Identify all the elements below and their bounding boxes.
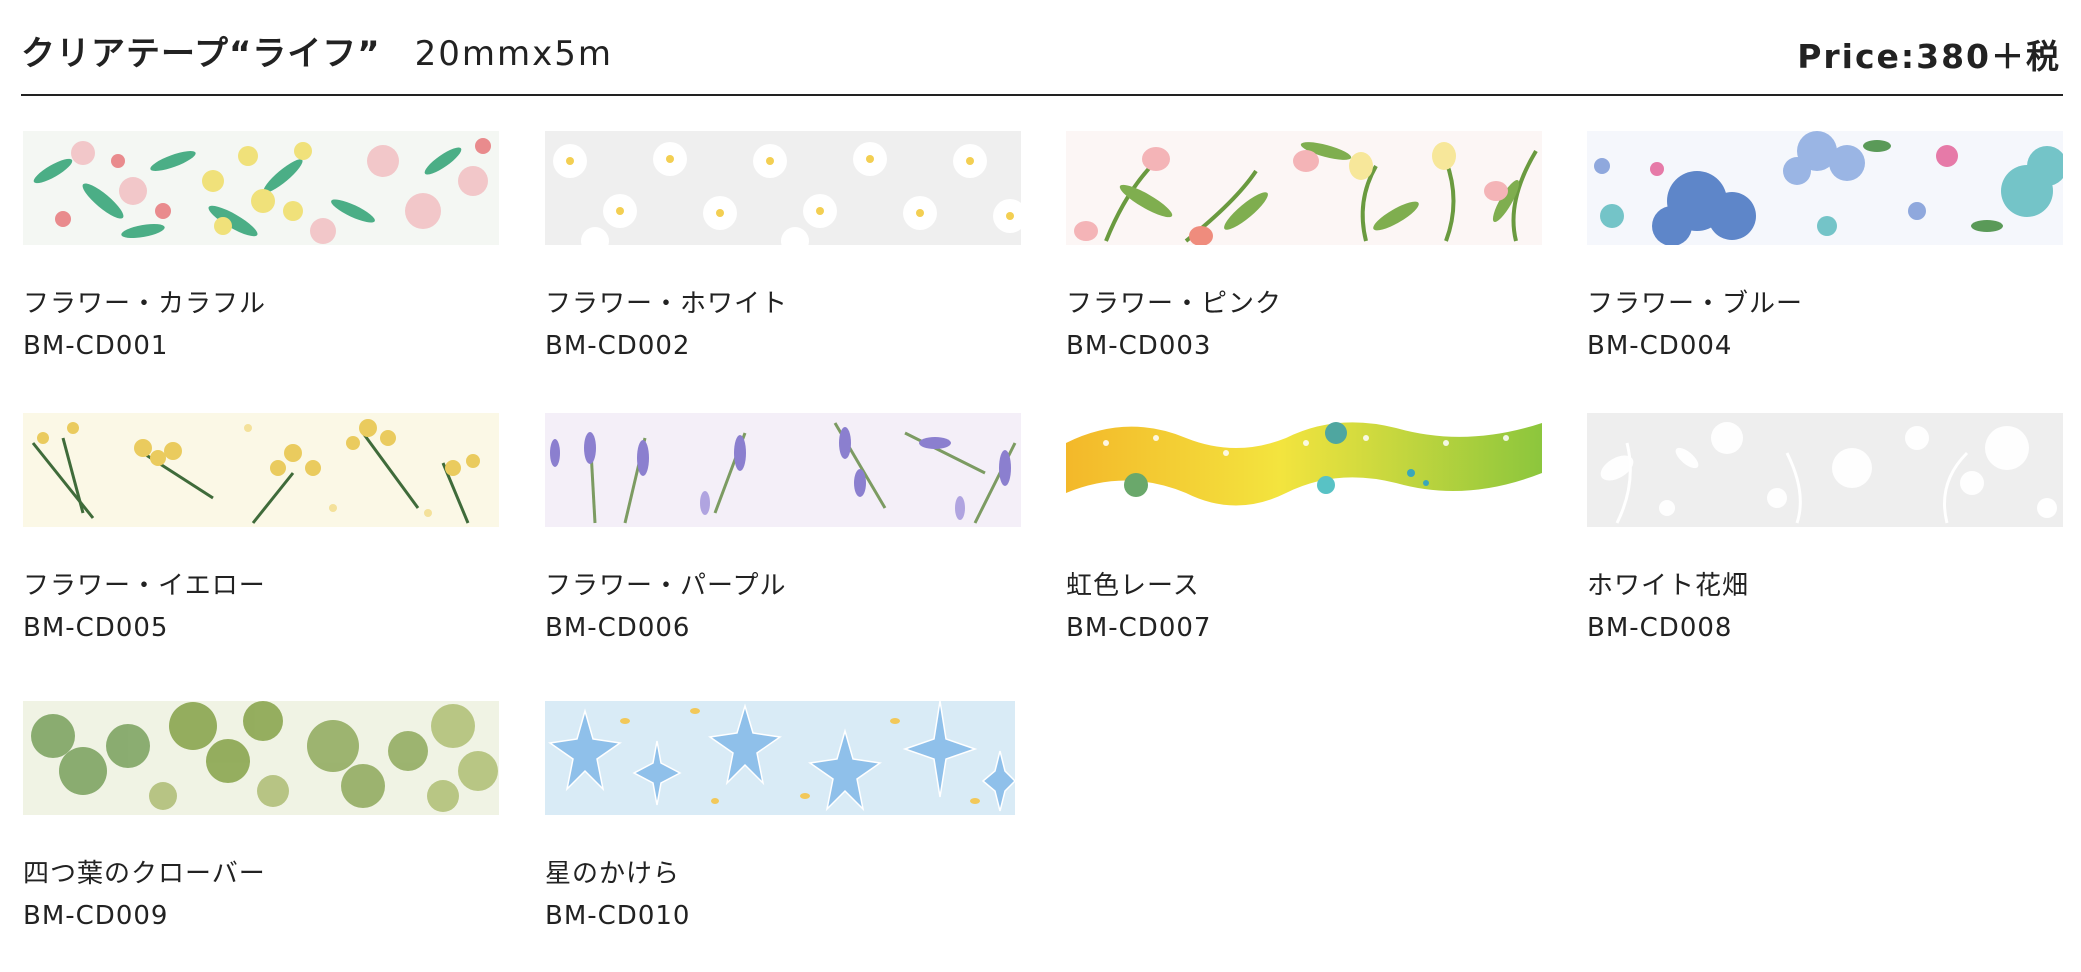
page-title: クリアテープ“ライフ” 20mmx5m bbox=[21, 26, 613, 75]
product-code: BM-CD001 bbox=[23, 331, 169, 361]
product-line-title: クリアテープ“ライフ” bbox=[21, 34, 381, 74]
product-name: ホワイト花畑 bbox=[1587, 571, 1750, 601]
tape-swatch-flower-blue bbox=[1587, 131, 2063, 245]
tape-swatch-star-fragments bbox=[545, 701, 1015, 815]
product-code: BM-CD006 bbox=[545, 613, 691, 643]
product-code: BM-CD005 bbox=[23, 613, 169, 643]
product-code: BM-CD003 bbox=[1066, 331, 1212, 361]
product-name: フラワー・ホワイト bbox=[545, 289, 789, 319]
tape-swatch-flower-colorful bbox=[23, 131, 499, 245]
tape-swatch-rainbow-lace bbox=[1066, 413, 1542, 527]
product-name: フラワー・ピンク bbox=[1066, 289, 1283, 319]
tape-swatch-flower-white bbox=[545, 131, 1021, 245]
tape-swatch-white-flower-field bbox=[1587, 413, 2063, 527]
product-name: フラワー・ブルー bbox=[1587, 289, 1804, 319]
product-card-cd004[interactable]: フラワー・ブルー BM-CD004 bbox=[1587, 131, 2063, 361]
product-name: フラワー・パープル bbox=[545, 571, 787, 601]
tape-swatch-four-leaf-clover bbox=[23, 701, 499, 815]
tape-swatch-flower-yellow bbox=[23, 413, 499, 527]
product-code: BM-CD004 bbox=[1587, 331, 1733, 361]
page-header: クリアテープ“ライフ” 20mmx5m Price:380＋税 bbox=[21, 22, 2061, 76]
product-code: BM-CD008 bbox=[1587, 613, 1733, 643]
product-name: フラワー・イエロー bbox=[23, 571, 266, 601]
product-code: BM-CD007 bbox=[1066, 613, 1212, 643]
product-card-cd008[interactable]: ホワイト花畑 BM-CD008 bbox=[1587, 413, 2063, 643]
product-code: BM-CD002 bbox=[545, 331, 691, 361]
product-card-cd002[interactable]: フラワー・ホワイト BM-CD002 bbox=[545, 131, 1021, 361]
product-code: BM-CD010 bbox=[545, 901, 691, 931]
tape-swatch-flower-purple bbox=[545, 413, 1021, 527]
product-name: 星のかけら bbox=[545, 859, 681, 889]
product-name: 四つ葉のクローバー bbox=[23, 859, 266, 889]
product-code: BM-CD009 bbox=[23, 901, 169, 931]
tape-swatch-flower-pink bbox=[1066, 131, 1542, 245]
product-card-cd003[interactable]: フラワー・ピンク BM-CD003 bbox=[1066, 131, 1542, 361]
product-name: 虹色レース bbox=[1066, 571, 1200, 601]
header-divider bbox=[21, 94, 2063, 96]
product-name: フラワー・カラフル bbox=[23, 289, 267, 319]
product-card-cd007[interactable]: 虹色レース BM-CD007 bbox=[1066, 413, 1542, 643]
product-card-cd001[interactable]: フラワー・カラフル BM-CD001 bbox=[23, 131, 499, 361]
product-card-cd010[interactable]: 星のかけら BM-CD010 bbox=[545, 701, 1021, 931]
product-card-cd005[interactable]: フラワー・イエロー BM-CD005 bbox=[23, 413, 499, 643]
product-card-cd009[interactable]: 四つ葉のクローバー BM-CD009 bbox=[23, 701, 499, 931]
tape-spec: 20mmx5m bbox=[414, 34, 614, 74]
price-label: Price:380＋税 bbox=[1797, 37, 2061, 76]
product-card-cd006[interactable]: フラワー・パープル BM-CD006 bbox=[545, 413, 1021, 643]
